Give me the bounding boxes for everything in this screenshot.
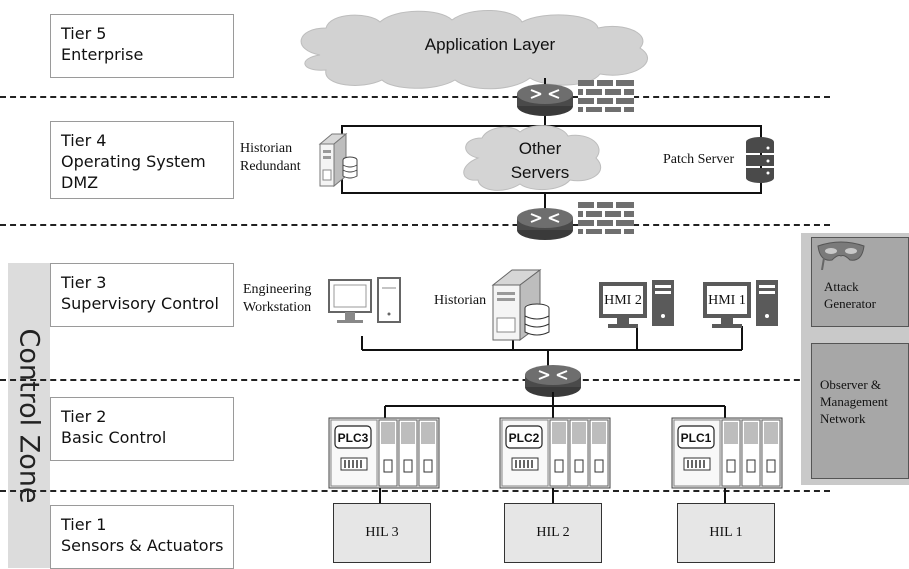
tier-5-number: Tier 5	[61, 24, 107, 43]
engineering-ws-line1: Engineering	[243, 282, 311, 297]
tier-3-name: Supervisory Control	[61, 294, 219, 313]
hil-1-box: HIL 1	[677, 503, 775, 563]
plc-1-icon	[671, 417, 783, 489]
tier-separator	[0, 224, 830, 226]
tier-4-name: Operating System	[61, 152, 206, 171]
other-servers-line1: Other	[519, 139, 562, 158]
tier-2-name: Basic Control	[61, 428, 167, 447]
hil-3-label: HIL 3	[365, 525, 399, 540]
plc-3-label: PLC3	[338, 431, 369, 445]
tier-4-number: Tier 4	[61, 131, 107, 150]
workstation-icon	[328, 277, 401, 323]
historian-redundant-line2: Redundant	[240, 159, 301, 174]
plc-1-label: PLC1	[681, 431, 712, 445]
historian-label: Historian	[434, 293, 486, 308]
observer-box: Observer & Management Network	[811, 343, 909, 479]
tier-4-box: Tier 4 Operating System DMZ	[50, 121, 234, 199]
observer-line1: Observer &	[820, 377, 882, 392]
tier-4-sub: DMZ	[61, 173, 99, 192]
hil-2-label: HIL 2	[536, 525, 570, 540]
hil-1-label: HIL 1	[709, 525, 743, 540]
tier-3-box: Tier 3 Supervisory Control	[50, 263, 234, 327]
tier-1-box: Tier 1 Sensors & Actuators	[50, 505, 234, 569]
mask-icon	[817, 241, 865, 270]
patch-server-label: Patch Server	[663, 152, 734, 167]
attack-generator-line2: Generator	[824, 296, 876, 311]
database-icon	[746, 137, 774, 183]
tier-1-name: Sensors & Actuators	[61, 536, 224, 555]
hmi-1-label: HMI 1	[708, 293, 746, 308]
plc-3-icon	[328, 417, 440, 489]
tier-5-name: Enterprise	[61, 45, 144, 64]
engineering-ws-line2: Workstation	[243, 300, 311, 315]
historian-redundant-line1: Historian	[240, 141, 292, 156]
plc-2-icon	[499, 417, 611, 489]
router-icon	[516, 207, 574, 241]
observer-line2: Management	[820, 394, 888, 409]
tier-2-box: Tier 2 Basic Control	[50, 397, 234, 461]
observer-line3: Network	[820, 411, 866, 426]
application-layer-cloud	[300, 10, 648, 90]
attack-generator-box: Attack Generator	[811, 237, 909, 327]
hmi-2-icon	[599, 280, 674, 328]
tier-2-number: Tier 2	[61, 407, 107, 426]
attack-generator-line1: Attack	[824, 279, 859, 294]
router-icon	[516, 83, 574, 117]
hil-2-box: HIL 2	[504, 503, 602, 563]
other-servers-line2: Servers	[511, 163, 570, 182]
plc-2-label: PLC2	[509, 431, 540, 445]
firewall-icon	[578, 202, 634, 234]
tier-3-number: Tier 3	[61, 273, 107, 292]
hmi-2-label: HMI 2	[604, 293, 642, 308]
historian-server-icon	[491, 269, 550, 341]
hmi-1-icon	[703, 280, 778, 328]
tier-1-number: Tier 1	[61, 515, 107, 534]
firewall-icon	[578, 80, 634, 112]
historian-redundant-icon	[318, 132, 358, 188]
tier-5-box: Tier 5 Enterprise	[50, 14, 234, 78]
control-zone-bar	[8, 263, 50, 568]
hil-3-box: HIL 3	[333, 503, 431, 563]
tier-separator	[0, 379, 830, 381]
other-servers-cloud	[463, 125, 602, 191]
tier-separator	[0, 96, 830, 98]
tier-separator	[0, 490, 830, 492]
application-layer-label: Application Layer	[425, 35, 556, 54]
